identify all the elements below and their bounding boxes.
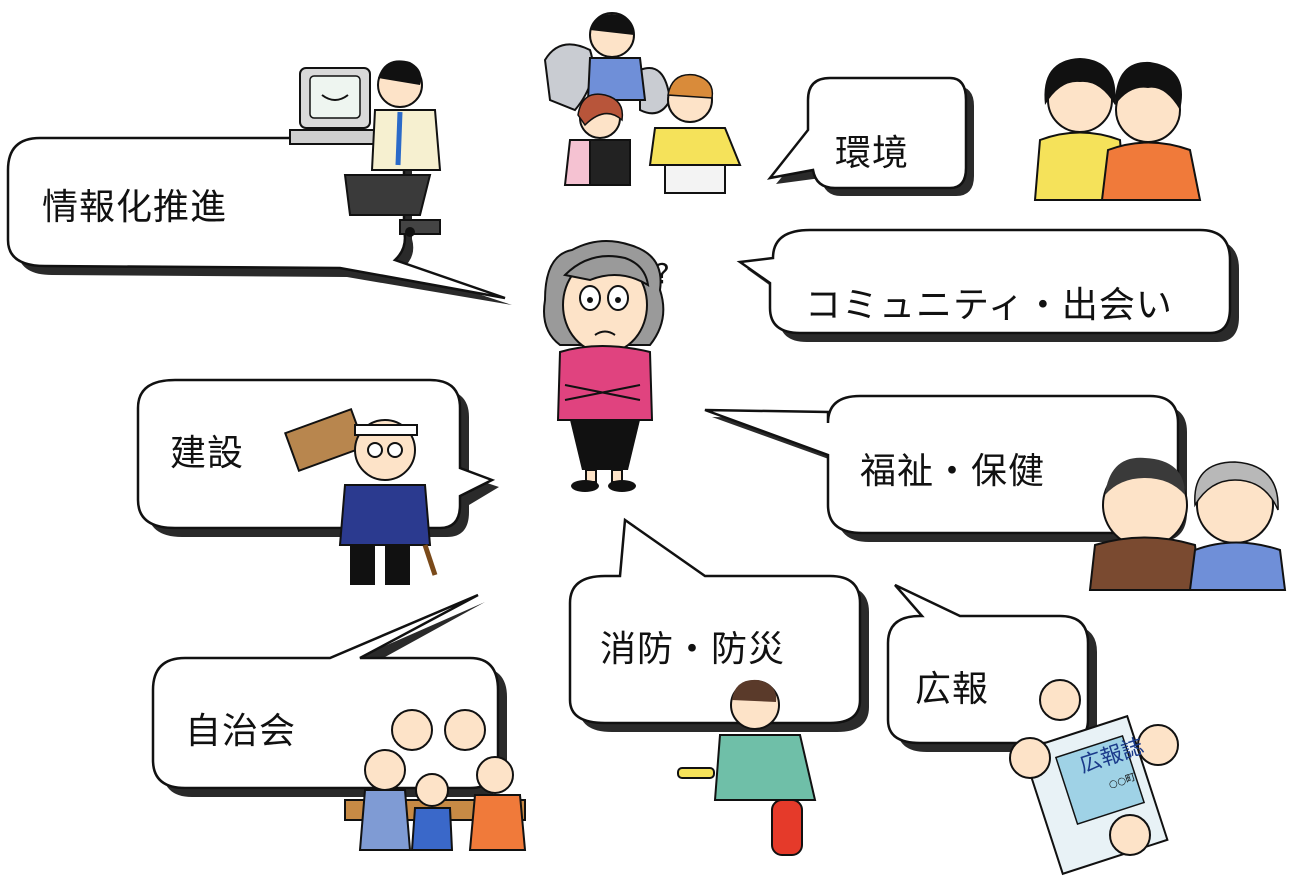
- carpenter-figure: [283, 407, 438, 585]
- computer-man-figure: [289, 60, 442, 237]
- topic-label-joho: 情報化推進: [42, 187, 228, 228]
- young-couple-figure: [1033, 58, 1202, 201]
- svg-text:?: ?: [655, 257, 670, 290]
- topic-label-jichikai: 自治会: [185, 711, 297, 752]
- topic-label-kankyo: 環境: [835, 133, 910, 174]
- topic-label-community: コミュニティ・出会い: [805, 285, 1173, 326]
- bubble-jichikai: [151, 593, 507, 797]
- recycling-group-figure: [543, 12, 742, 194]
- bubble-kankyo: [766, 76, 974, 196]
- firefighter-figure: [677, 679, 817, 856]
- topic-label-koho: 広報: [915, 669, 990, 710]
- bubble-fukushi: [704, 394, 1187, 542]
- central-woman-figure: ?: [543, 240, 670, 492]
- family-group-figure: [344, 709, 527, 851]
- bubble-community: [736, 228, 1239, 342]
- topic-label-fukushi: 福祉・保健: [860, 451, 1046, 492]
- topic-label-shobo: 消防・防災: [600, 629, 786, 670]
- bubble-shobo: [568, 517, 869, 732]
- elderly-couple-figure: [1088, 457, 1287, 591]
- newsletter-readers-figure: [1009, 679, 1179, 876]
- topic-label-kensetsu: 建設: [170, 433, 245, 474]
